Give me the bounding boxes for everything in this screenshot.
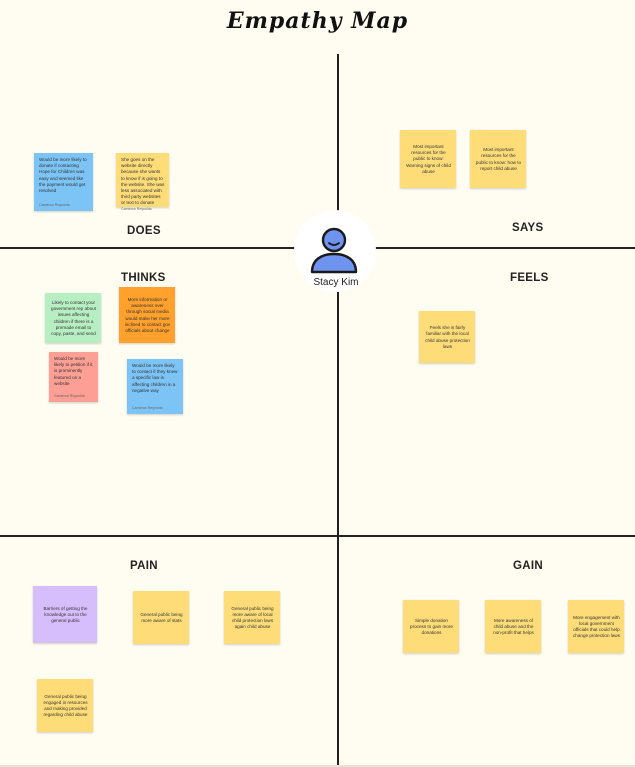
- note-author: Cameron Reynolds: [121, 206, 152, 211]
- horizontal-divider-bottom: [0, 535, 635, 537]
- note-text: More awareness of child abuse and the no…: [493, 617, 534, 636]
- note-text: More information or awareness over throu…: [124, 296, 171, 333]
- vertical-axis-line: [337, 54, 339, 767]
- sticky-note-does-1[interactable]: Would be more likely to donate if contac…: [34, 153, 93, 211]
- sticky-note-says-1[interactable]: Most important resources for the public …: [400, 130, 456, 188]
- quadrant-label-gain: GAIN: [513, 560, 543, 572]
- note-text: General public being more aware of local…: [231, 605, 274, 630]
- page-title: Empathy Map: [226, 8, 409, 34]
- note-text: Feels she is fairly familiar with the lo…: [425, 325, 470, 349]
- note-author: Cameron Reynolds: [39, 203, 70, 208]
- note-text: Would be more likely to contact if they …: [132, 363, 178, 393]
- sticky-note-pain-3[interactable]: General public being more aware of local…: [224, 591, 280, 644]
- note-text: Simple donation process to gain more don…: [410, 617, 453, 636]
- quadrant-label-says: SAYS: [512, 222, 544, 234]
- sticky-note-pain-1[interactable]: Barriers of getting the knowledge out to…: [33, 586, 97, 643]
- note-text: Most important resources for the public …: [406, 144, 451, 174]
- note-text: More engagement with local government of…: [573, 614, 620, 639]
- note-author: Cameron Reynolds: [54, 394, 85, 399]
- quadrant-label-does: DOES: [127, 225, 161, 237]
- note-text: Likely to contact your government rep ab…: [51, 299, 96, 336]
- note-author: Cameron Reynolds: [132, 406, 163, 411]
- person-icon: [310, 227, 358, 274]
- note-text: General public being more aware of stats: [140, 611, 183, 623]
- note-text: General public being engaged in resource…: [43, 693, 88, 718]
- sticky-note-gain-3[interactable]: More engagement with local government of…: [568, 600, 624, 653]
- sticky-note-gain-2[interactable]: More awareness of child abuse and the no…: [485, 600, 541, 653]
- sticky-note-pain-2[interactable]: General public being more aware of stats: [133, 591, 189, 644]
- sticky-note-pain-4[interactable]: General public being engaged in resource…: [37, 679, 93, 732]
- note-text: Most important resources for the public …: [475, 147, 522, 171]
- quadrant-label-pain: PAIN: [130, 560, 158, 572]
- quadrant-label-feels: FEELS: [510, 272, 549, 284]
- note-text: Would be more likely to donate if contac…: [39, 157, 87, 193]
- sticky-note-thinks-1[interactable]: Likely to contact your government rep ab…: [45, 293, 101, 343]
- note-text: Would be more likely to petition if it i…: [54, 356, 93, 386]
- sticky-note-says-2[interactable]: Most important resources for the public …: [470, 130, 526, 188]
- sticky-note-feels-1[interactable]: Feels she is fairly familiar with the lo…: [419, 311, 475, 363]
- canvas-bottom-edge: [0, 765, 635, 767]
- sticky-note-gain-1[interactable]: Simple donation process to gain more don…: [403, 600, 459, 653]
- sticky-note-thinks-4[interactable]: Would be more likely to contact if they …: [127, 359, 183, 414]
- sticky-note-does-2[interactable]: She goes on the website directly because…: [116, 153, 169, 211]
- note-text: She goes on the website directly because…: [121, 157, 165, 206]
- quadrant-label-thinks: THINKS: [121, 272, 166, 284]
- note-text: Barriers of getting the knowledge out to…: [43, 605, 88, 624]
- persona-name: Stacy Kim: [313, 277, 359, 288]
- sticky-note-thinks-2[interactable]: More information or awareness over throu…: [119, 287, 175, 343]
- sticky-note-thinks-3[interactable]: Would be more likely to petition if it i…: [49, 352, 98, 402]
